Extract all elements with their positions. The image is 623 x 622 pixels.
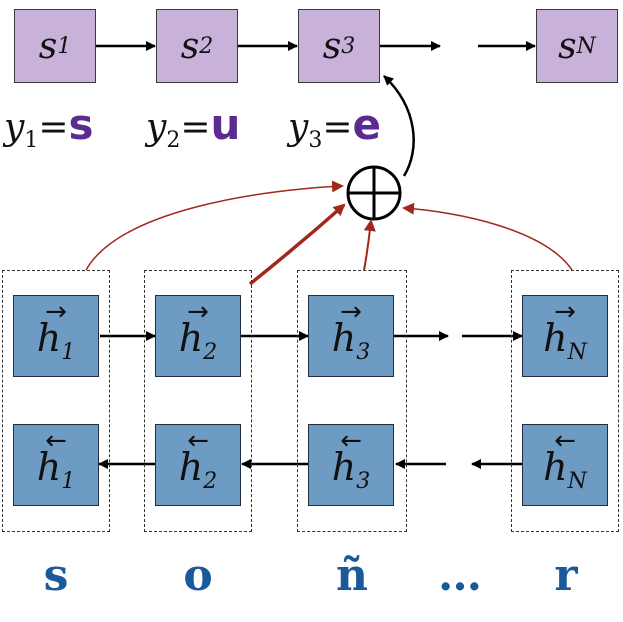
input-char-3: ñ bbox=[336, 550, 368, 601]
forward-state-h3: →h3 bbox=[308, 295, 394, 377]
state-base: s bbox=[38, 25, 58, 67]
forward-state-hN: →hN bbox=[522, 295, 608, 377]
state-base: s bbox=[180, 25, 200, 67]
attention-arrow-N bbox=[402, 202, 573, 271]
forward-state-h1: →h1 bbox=[13, 295, 99, 377]
state-base: s bbox=[558, 25, 577, 67]
state-sub: 3 bbox=[341, 33, 356, 59]
input-ellipsis: … bbox=[438, 550, 482, 601]
state-sub: N bbox=[576, 33, 596, 59]
input-char-2: o bbox=[183, 550, 213, 601]
encoder-column-3 bbox=[297, 270, 407, 532]
input-char-1: s bbox=[43, 550, 69, 601]
state-sub: 1 bbox=[57, 33, 72, 59]
attention-arrow-1 bbox=[85, 180, 344, 271]
state-sub: 2 bbox=[199, 33, 214, 59]
output-label-y3: y3=e bbox=[288, 100, 382, 153]
input-char-N: r bbox=[554, 550, 578, 601]
encoder-column-N bbox=[511, 270, 619, 532]
output-label-y1: y1=s bbox=[4, 100, 94, 153]
encoder-column-2 bbox=[144, 270, 252, 532]
attention-arrow-2 bbox=[248, 203, 346, 286]
attention-arrow-3 bbox=[363, 219, 376, 271]
state-base: s bbox=[322, 25, 342, 67]
forward-state-h2: →h2 bbox=[155, 295, 241, 377]
output-label-y2: y2=u bbox=[146, 100, 241, 153]
backward-state-h2: ←h2 bbox=[155, 424, 241, 506]
backward-state-hN: ←hN bbox=[522, 424, 608, 506]
backward-state-h3: ←h3 bbox=[308, 424, 394, 506]
backward-state-h1: ←h1 bbox=[13, 424, 99, 506]
encoder-column-1 bbox=[2, 270, 110, 532]
arrow-sum-to-s3 bbox=[383, 75, 415, 177]
